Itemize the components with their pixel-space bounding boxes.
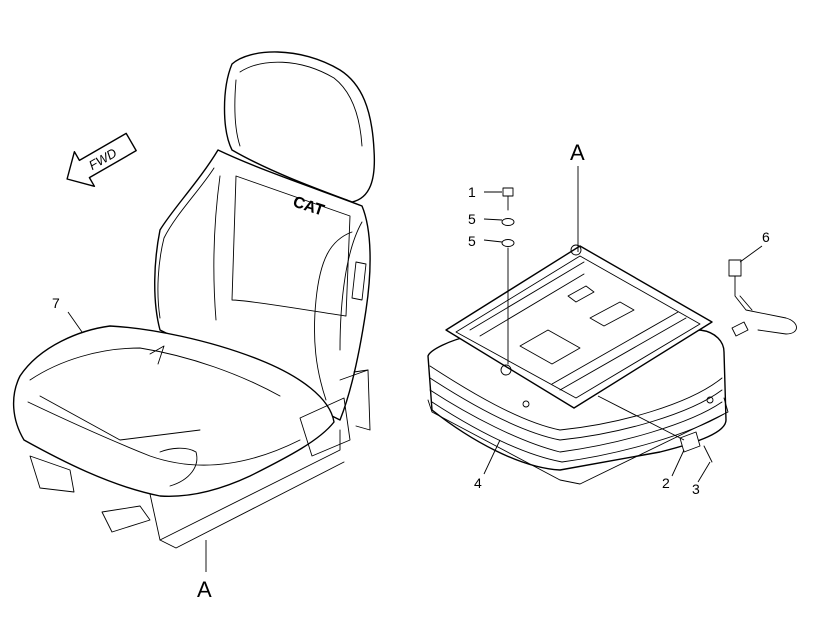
washer-icon [501,239,515,247]
washer-icon [501,218,515,226]
spacer-block-icon [679,431,701,453]
callout-5-upper: 5 [468,211,476,227]
headrest [223,51,376,203]
seat-base [29,369,369,549]
callout-2: 2 [662,475,670,491]
callout-1: 1 [468,184,476,200]
callout-5-lower: 5 [468,233,476,249]
seat-assembly: CAT [12,51,376,549]
forward-arrow: FWD [66,132,137,188]
suspension-base [427,244,729,485]
view-a-label-top: A [570,140,585,165]
callout-7: 7 [52,295,60,311]
callout-4: 4 [474,475,482,491]
bolt-icon [502,187,514,211]
wiring-harness [728,259,797,337]
leader-lines [67,166,763,572]
hardware [501,187,797,463]
view-a-label-bottom: A [197,577,212,602]
callout-6: 6 [762,229,770,245]
seat-cushion [12,325,335,498]
callout-3: 3 [692,481,700,497]
